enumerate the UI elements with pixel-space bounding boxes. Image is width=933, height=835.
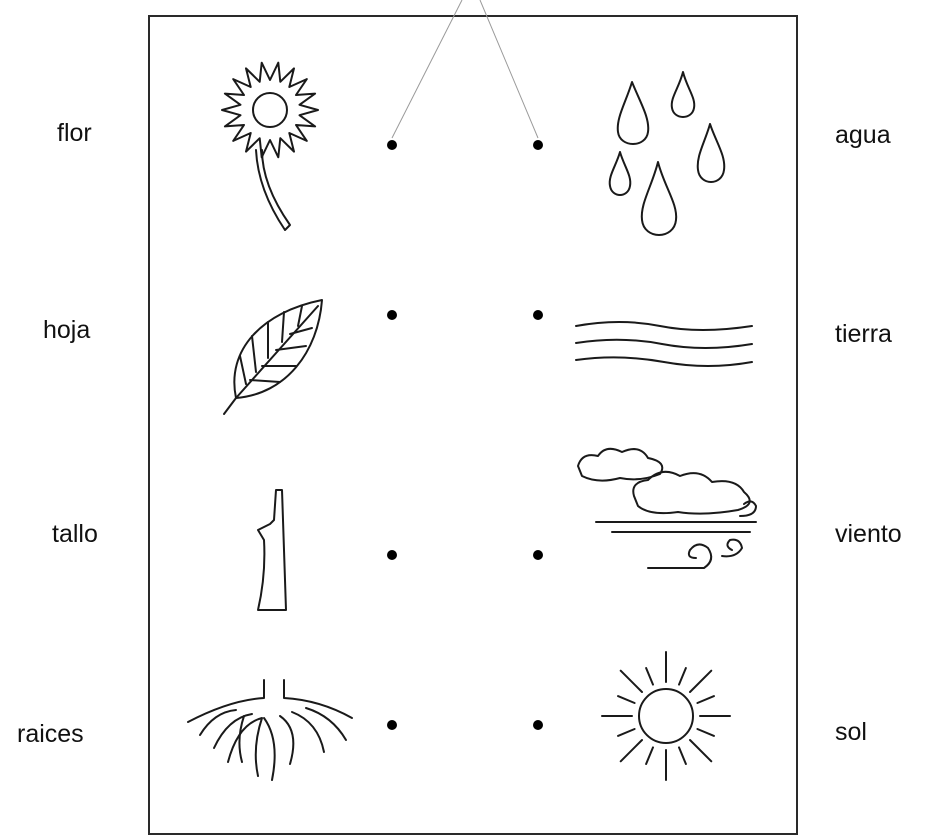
dot-left-1[interactable]	[387, 140, 397, 150]
sun-ray	[690, 671, 711, 692]
sun-ray	[646, 668, 653, 685]
sun-ray	[646, 747, 653, 764]
dot-left-4[interactable]	[387, 720, 397, 730]
sun-icon	[602, 652, 730, 780]
dot-left-3[interactable]	[387, 550, 397, 560]
flower-icon	[222, 63, 318, 230]
leaf-icon	[224, 300, 322, 414]
sun-ray	[697, 696, 714, 703]
dot-right-2[interactable]	[533, 310, 543, 320]
sun-ray	[621, 671, 642, 692]
dot-right-4[interactable]	[533, 720, 543, 730]
sun-ray	[618, 729, 635, 736]
sun-ray	[679, 747, 686, 764]
connector-lines	[392, 0, 538, 138]
sun-ray	[697, 729, 714, 736]
water-drops-icon	[610, 72, 725, 235]
dot-right-1[interactable]	[533, 140, 543, 150]
dot-right-3[interactable]	[533, 550, 543, 560]
dot-left-2[interactable]	[387, 310, 397, 320]
roots-icon	[188, 680, 352, 780]
sun-ray	[618, 696, 635, 703]
sun-ray	[621, 740, 642, 761]
match-dots	[387, 140, 543, 730]
stem-icon	[258, 490, 286, 610]
wind-clouds-icon	[578, 449, 756, 568]
sun-ray	[679, 668, 686, 685]
sun-ray	[690, 740, 711, 761]
soil-layers-icon	[576, 322, 752, 366]
